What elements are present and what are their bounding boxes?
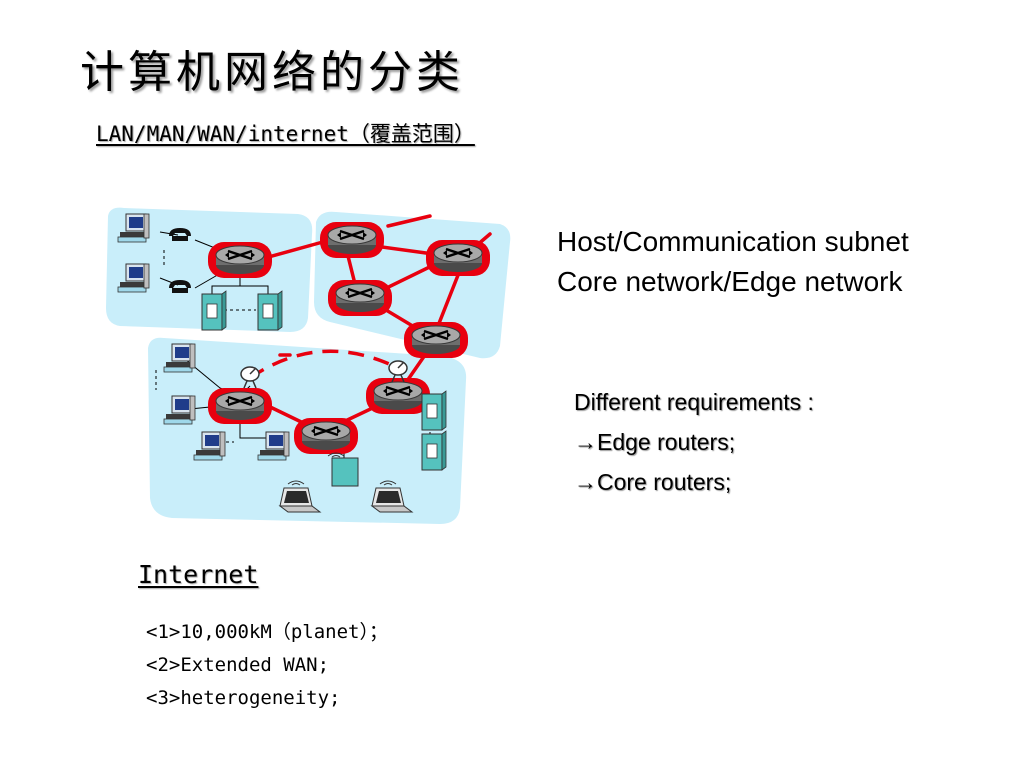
core-router-icon [208,388,272,424]
core-router-icon [294,418,358,454]
fact-item: <1>10,000kM（planet）； [146,621,388,643]
server-icon [257,290,283,331]
network-diagram [106,207,511,524]
requirement-text: Edge routers; [597,429,736,455]
core-router-icon [404,322,468,358]
requirement-text: Core routers; [597,469,732,495]
concepts-block: Host/Communication subnet Core network/E… [557,222,909,302]
requirements-block: Different requirements : →Edge routers; … [574,382,814,502]
core-router-icon [366,378,430,414]
server-icon [201,290,227,331]
core-router-icon [328,280,392,316]
fact-item: <2>Extended WAN; [146,654,330,676]
slide-subtitle: LAN/MAN/WAN/internet（覆盖范围） [96,118,513,148]
concept-host-subnet: Host/Communication subnet [557,226,909,257]
arrow-right-icon: → [574,469,597,495]
satellite-link [249,349,399,380]
internet-facts: <1>10,000kM（planet）； <2>Extended WAN; <3… [146,616,388,715]
core-router-icon [208,242,272,278]
fact-item: <3>heterogeneity; [146,687,341,709]
requirements-heading: Different requirements : [574,389,814,415]
server-icon [421,430,447,471]
core-router-icon [320,222,384,258]
wireless-access-point-icon [331,457,359,487]
requirement-item: →Edge routers; [574,422,814,462]
subtitle-text: LAN/MAN/WAN/internet（覆盖范围） [96,122,475,146]
concept-core-edge: Core network/Edge network [557,266,903,297]
core-router-icon [426,240,490,276]
requirement-item: →Core routers; [574,462,814,502]
arrow-right-icon: → [574,429,597,455]
slide-title: 计算机网络的分类 [80,47,464,98]
server-icon [421,390,447,431]
internet-heading: Internet [138,560,259,589]
